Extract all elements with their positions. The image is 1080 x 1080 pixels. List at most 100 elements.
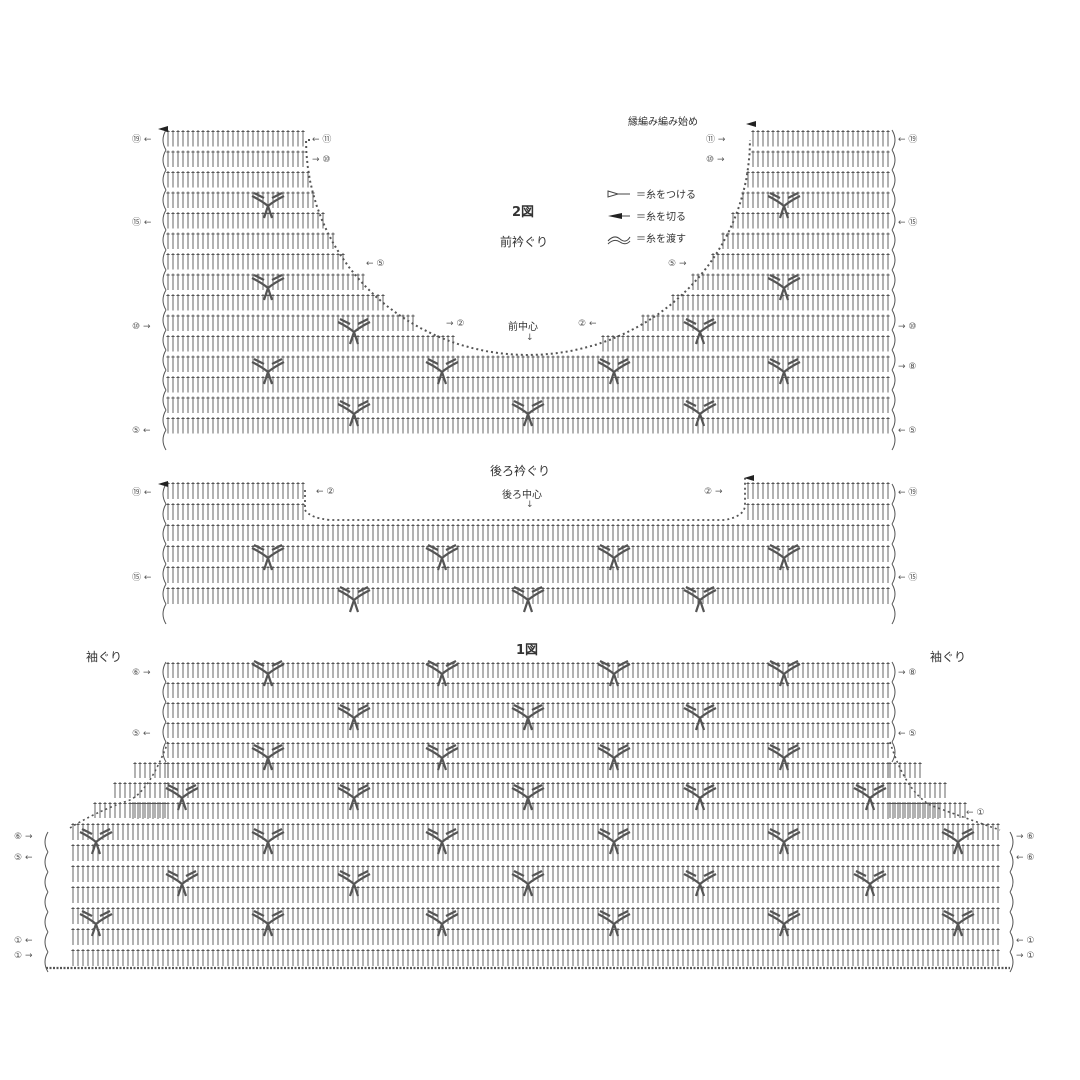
back-neck-edging — [304, 478, 746, 521]
shell-stroke — [425, 910, 459, 937]
edge-scallops — [44, 831, 49, 973]
shell-motif — [683, 400, 717, 427]
shell-stroke — [597, 544, 631, 571]
shell-motif — [79, 910, 113, 937]
shell-stroke — [337, 400, 371, 427]
shell-stroke — [251, 358, 285, 385]
shell-stroke — [337, 870, 371, 897]
shell-stroke — [941, 910, 975, 937]
shell-motif — [425, 744, 459, 771]
cut-yarn-icon — [158, 126, 168, 132]
shell-motif — [337, 318, 371, 345]
row-marker: ⑤ ← — [132, 426, 151, 436]
shell-motif — [337, 870, 371, 897]
row-marker: ⑤ ← — [132, 729, 151, 739]
row-marker: ⑤ → — [668, 259, 687, 269]
shell-motif — [337, 784, 371, 811]
shell-motif — [511, 586, 545, 613]
row-marker: ← ⑲ — [898, 488, 918, 498]
shell-motif — [767, 274, 801, 301]
shell-motif — [597, 828, 631, 855]
stitch-grid — [71, 130, 1000, 966]
row-marker: ⑲ ← — [132, 135, 152, 145]
shell-stroke — [767, 744, 801, 771]
edge-scallops — [891, 661, 896, 763]
legend-item-cut: ＝糸を切る — [606, 208, 686, 223]
stitch-band — [71, 802, 1000, 966]
shell-motif — [683, 870, 717, 897]
shell-motif — [511, 704, 545, 731]
shell-motif — [251, 910, 285, 937]
row-marker: ← ① — [1016, 936, 1035, 946]
shell-motif — [79, 828, 113, 855]
shell-stroke — [425, 744, 459, 771]
shell-stroke — [251, 910, 285, 937]
row-marker: → ⑥ — [1016, 832, 1035, 842]
carry-yarn-icon — [606, 233, 632, 244]
row-marker: → ② — [446, 319, 465, 329]
shell-stroke — [683, 400, 717, 427]
edge-stitches — [44, 121, 1014, 973]
row-marker: ← ② — [316, 487, 335, 497]
row-marker: ② → — [704, 487, 723, 497]
row-marker: ⑤ ← — [14, 853, 33, 863]
shell-stroke — [337, 704, 371, 731]
row-marker: ⑮ ← — [132, 573, 152, 583]
shell-motif — [511, 870, 545, 897]
row-marker: ① → — [14, 951, 33, 961]
row-marker: ⑲ ← — [132, 488, 152, 498]
legend-item-attach: ＝糸をつける — [606, 186, 696, 201]
shell-stroke — [511, 870, 545, 897]
shell-stroke — [597, 828, 631, 855]
shell-stroke — [337, 318, 371, 345]
row-marker: ⑥ → — [132, 668, 151, 678]
stitch-band — [166, 482, 890, 604]
row-marker: ← ⑤ — [898, 426, 917, 436]
shell-motif — [425, 828, 459, 855]
shell-stroke — [511, 400, 545, 427]
armhole-left-edging — [69, 741, 169, 829]
stitch-band — [166, 130, 890, 434]
shell-motif — [425, 544, 459, 571]
row-marker: ⑩ → — [706, 155, 725, 165]
shell-stroke — [597, 910, 631, 937]
shell-motif — [683, 318, 717, 345]
shell-motif — [511, 400, 545, 427]
shell-stroke — [767, 828, 801, 855]
shell-stroke — [251, 192, 285, 219]
shell-motif — [683, 586, 717, 613]
shell-stroke — [597, 660, 631, 687]
shell-motif — [597, 910, 631, 937]
shell-motif — [337, 400, 371, 427]
shell-stroke — [79, 910, 113, 937]
shell-motif — [941, 828, 975, 855]
stitch-band — [888, 762, 967, 818]
front-center-label: 前中心 — [508, 322, 538, 333]
legend-text-carry: ＝糸を渡す — [636, 234, 686, 245]
shell-motif — [767, 910, 801, 937]
shell-motif — [683, 704, 717, 731]
shell-motif — [337, 704, 371, 731]
row-marker: ← ⑮ — [898, 218, 918, 228]
shell-stroke — [767, 910, 801, 937]
shell-stroke — [251, 274, 285, 301]
row-marker: ② ← — [578, 319, 597, 329]
edge-scallops — [891, 483, 896, 625]
shell-motif — [597, 544, 631, 571]
shell-motif — [597, 744, 631, 771]
cut-yarn-icon — [744, 475, 754, 481]
row-marker: → ① — [1016, 951, 1035, 961]
shell-motif — [251, 192, 285, 219]
shell-stroke — [425, 660, 459, 687]
shell-motif — [251, 358, 285, 385]
shell-motif — [251, 544, 285, 571]
shell-motif — [767, 544, 801, 571]
edge-scallops — [162, 661, 167, 763]
shell-stroke — [597, 358, 631, 385]
row-marker: ⑥ → — [14, 832, 33, 842]
attach-yarn-icon — [606, 189, 632, 199]
shell-stroke — [767, 358, 801, 385]
row-marker: → ⑩ — [312, 155, 331, 165]
shell-motif — [165, 870, 199, 897]
